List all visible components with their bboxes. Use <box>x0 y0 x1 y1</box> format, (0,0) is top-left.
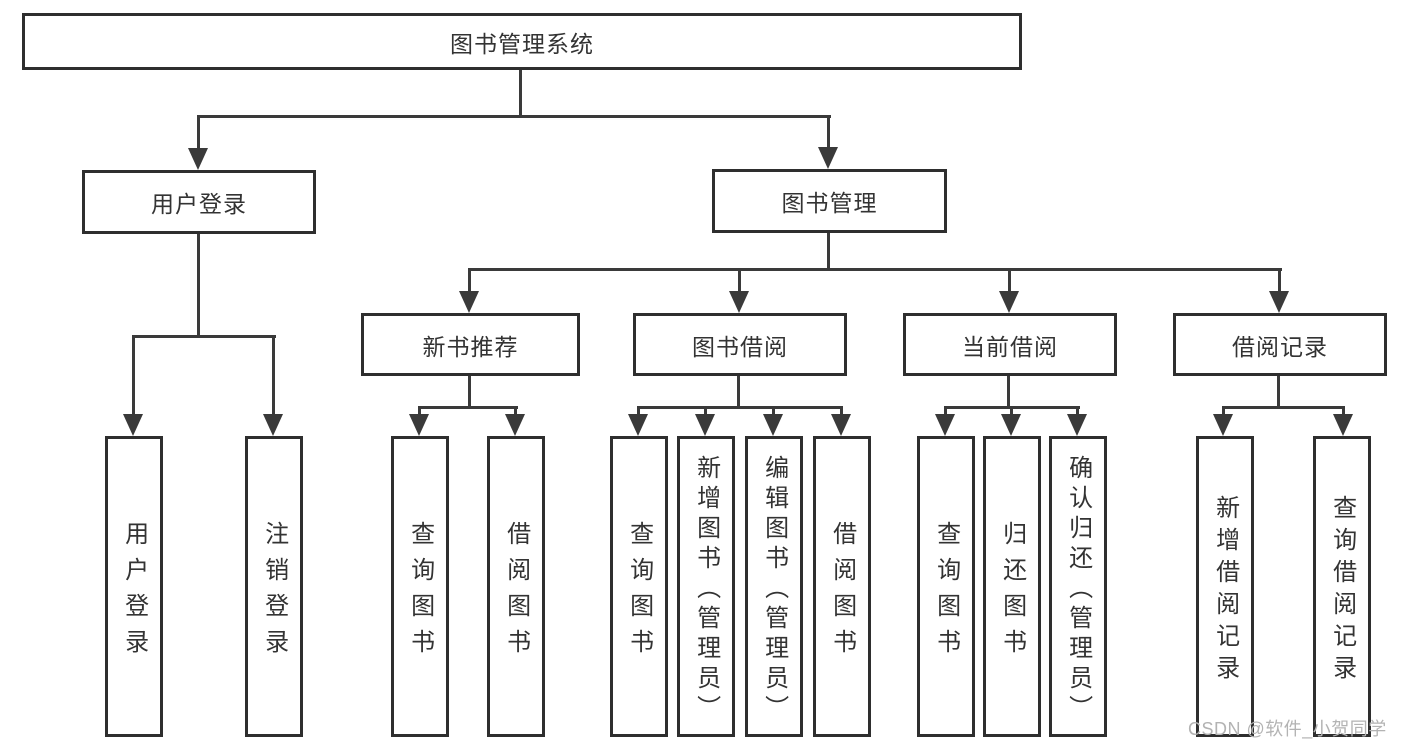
arrowhead-down-icon <box>263 414 283 436</box>
leaf-user-login: 用户登录 <box>105 436 163 737</box>
arrowhead-down-icon <box>1213 414 1233 436</box>
leaf-label: 借阅图书 <box>502 520 530 665</box>
node-book-management: 图书管理 <box>712 169 947 233</box>
connector-root-bar <box>197 115 831 118</box>
leaf-label: 新增图书（管理员） <box>692 454 720 725</box>
arrowhead-down-icon <box>459 291 479 313</box>
arrowhead-down-icon <box>628 414 648 436</box>
leaf-search-books-recommend: 查询图书 <box>391 436 449 737</box>
leaf-label: 用户登录 <box>120 520 148 665</box>
arrowhead-down-icon <box>729 291 749 313</box>
connector-book-borrow-bar <box>637 406 843 409</box>
leaf-search-books-current: 查询图书 <box>917 436 975 737</box>
node-new-book-recommendation: 新书推荐 <box>361 313 580 376</box>
leaf-label: 注销登录 <box>260 520 288 665</box>
node-root: 图书管理系统 <box>22 13 1022 70</box>
connector-drop <box>827 115 830 149</box>
connector-drop <box>738 268 741 293</box>
leaf-search-books-borrow: 查询图书 <box>610 436 668 737</box>
connector-book-borrow-stem <box>737 376 740 407</box>
leaf-label: 查询图书 <box>932 520 960 665</box>
connector-drop <box>772 406 775 416</box>
arrowhead-down-icon <box>818 147 838 169</box>
connector-drop <box>704 406 707 416</box>
leaf-label: 查询图书 <box>406 520 434 665</box>
leaf-borrow-books-recommend: 借阅图书 <box>487 436 545 737</box>
connector-drop <box>418 406 421 416</box>
arrowhead-down-icon <box>1333 414 1353 436</box>
connector-drop <box>197 115 200 150</box>
connector-new-book-stem <box>468 376 471 407</box>
node-label: 用户登录 <box>151 191 247 217</box>
leaf-search-borrow-record: 查询借阅记录 <box>1313 436 1371 737</box>
leaf-label: 查询图书 <box>625 520 653 665</box>
connector-drop <box>637 406 640 416</box>
arrowhead-down-icon <box>505 414 525 436</box>
node-borrowing-records: 借阅记录 <box>1173 313 1387 376</box>
leaf-confirm-return-admin: 确认归还（管理员） <box>1049 436 1107 737</box>
leaf-label: 借阅图书 <box>828 520 856 665</box>
connector-user-login-bar <box>132 335 276 338</box>
connector-borrow-records-bar <box>1222 406 1345 409</box>
node-label: 新书推荐 <box>422 333 519 360</box>
node-book-borrowing: 图书借阅 <box>633 313 847 376</box>
arrowhead-down-icon <box>1269 291 1289 313</box>
arrowhead-down-icon <box>409 414 429 436</box>
connector-drop <box>944 406 947 416</box>
arrowhead-down-icon <box>935 414 955 436</box>
arrowhead-down-icon <box>123 414 143 436</box>
node-root-label: 图书管理系统 <box>450 30 594 57</box>
connector-drop <box>272 335 275 416</box>
connector-current-borrow-stem <box>1007 376 1010 407</box>
leaf-add-books-admin: 新增图书（管理员） <box>677 436 735 737</box>
leaf-edit-books-admin: 编辑图书（管理员） <box>745 436 803 737</box>
arrowhead-down-icon <box>831 414 851 436</box>
connector-drop <box>840 406 843 416</box>
arrowhead-down-icon <box>1001 414 1021 436</box>
csdn-watermark: CSDN @软件_小贺同学 <box>1188 719 1387 739</box>
leaf-return-books: 归还图书 <box>983 436 1041 737</box>
connector-book-management-stem <box>827 233 830 269</box>
node-user-login: 用户登录 <box>82 170 316 234</box>
node-label: 图书借阅 <box>692 333 788 360</box>
node-current-borrowing: 当前借阅 <box>903 313 1117 376</box>
leaf-label: 查询借阅记录 <box>1328 494 1356 687</box>
connector-drop <box>132 335 135 416</box>
node-label: 图书管理 <box>781 190 878 216</box>
connector-user-login-stem <box>197 234 200 336</box>
connector-drop <box>1076 406 1079 416</box>
arrowhead-down-icon <box>763 414 783 436</box>
node-label: 借阅记录 <box>1232 333 1328 360</box>
leaf-label: 新增借阅记录 <box>1211 494 1239 687</box>
connector-drop <box>1222 406 1225 416</box>
connector-drop <box>1008 268 1011 293</box>
arrowhead-down-icon <box>1067 414 1087 436</box>
arrowhead-down-icon <box>999 291 1019 313</box>
node-label: 当前借阅 <box>962 333 1058 360</box>
leaf-label: 编辑图书（管理员） <box>760 454 788 725</box>
leaf-borrow-books: 借阅图书 <box>813 436 871 737</box>
connector-borrow-records-stem <box>1277 376 1280 407</box>
connector-book-management-bar <box>468 268 1282 271</box>
leaf-label: 确认归还（管理员） <box>1064 454 1092 725</box>
connector-drop <box>1278 268 1281 293</box>
leaf-logout: 注销登录 <box>245 436 303 737</box>
connector-root-stem <box>519 70 522 116</box>
arrowhead-down-icon <box>188 148 208 170</box>
arrowhead-down-icon <box>695 414 715 436</box>
leaf-add-borrow-record: 新增借阅记录 <box>1196 436 1254 737</box>
connector-drop <box>468 268 471 293</box>
connector-drop <box>514 406 517 416</box>
leaf-label: 归还图书 <box>998 520 1026 665</box>
connector-drop <box>1342 406 1345 416</box>
connector-drop <box>1010 406 1013 416</box>
connector-new-book-bar <box>418 406 518 409</box>
